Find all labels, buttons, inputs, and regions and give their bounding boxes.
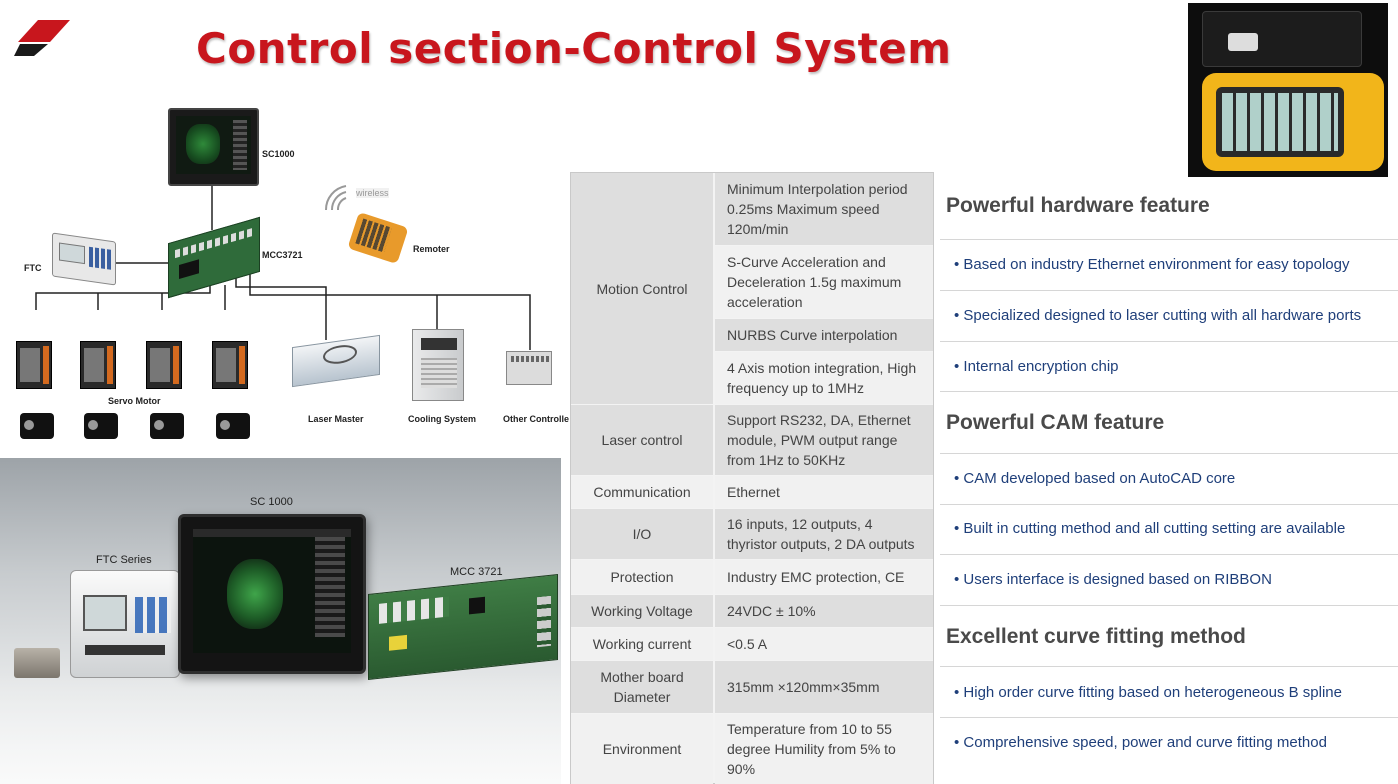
spec-value: Minimum Interpolation period 0.25ms Maxi…	[715, 173, 933, 245]
topology-lines	[35, 185, 531, 350]
spec-value: 4 Axis motion integration, High frequenc…	[715, 352, 933, 404]
servo-motor-label: Servo Motor	[108, 396, 161, 406]
servo-drive-icon	[80, 341, 116, 389]
spec-value: Industry EMC protection, CE	[715, 560, 933, 594]
spec-category: Mother board Diameter	[571, 661, 713, 713]
spec-value: 24VDC ± 10%	[715, 595, 933, 627]
servo-motor-icon	[216, 413, 250, 439]
mcc3721-device	[368, 574, 558, 680]
divider	[940, 666, 1398, 667]
feature-item: • CAM developed based on AutoCAD core	[954, 470, 1236, 487]
servo-motor-icon	[150, 413, 184, 439]
page-title: Control section-Control System	[196, 24, 952, 73]
product-photo: FTC Series SC 1000 MCC 3721	[0, 458, 561, 784]
divider	[940, 453, 1398, 454]
servo-motor-icon	[84, 413, 118, 439]
ftc-label: FTC	[24, 263, 42, 273]
wireless-icon	[324, 185, 347, 211]
servo-drive-icon	[212, 341, 248, 389]
company-logo	[14, 20, 70, 56]
mcc3721-label: MCC3721	[262, 250, 303, 260]
divider	[940, 341, 1398, 342]
divider	[940, 605, 1398, 606]
system-topology-diagram: SC1000 wireless Remoter FTC MCC3721 Serv…	[0, 95, 569, 455]
feature-item: • Users interface is designed based on R…	[954, 571, 1272, 588]
feature-item: • High order curve fitting based on hete…	[954, 684, 1342, 701]
other-controller-icon	[506, 351, 552, 385]
feature-item: • Specialized designed to laser cutting …	[954, 307, 1362, 324]
ftc-series-label: FTC Series	[96, 554, 152, 566]
servo-motor-icon	[20, 413, 54, 439]
mcc3721-photo-label: MCC 3721	[450, 566, 503, 578]
servo-drive-icon	[146, 341, 182, 389]
remoter-label: Remoter	[413, 244, 450, 254]
spec-value: S-Curve Acceleration and Deceleration 1.…	[715, 246, 933, 318]
sc1000-monitor-icon	[168, 108, 259, 186]
spec-category: Laser control	[571, 405, 713, 475]
spec-value: 16 inputs, 12 outputs, 4 thyristor outpu…	[715, 509, 933, 559]
feature-item: • Built in cutting method and all cuttin…	[954, 520, 1346, 537]
spec-category: Working current	[571, 628, 713, 660]
divider	[940, 554, 1398, 555]
laser-master-label: Laser Master	[308, 414, 364, 424]
feature-section-heading: Powerful CAM feature	[946, 411, 1165, 434]
spec-value: Ethernet	[715, 476, 933, 508]
cooling-system-label: Cooling System	[408, 414, 477, 424]
sc1000-photo-label: SC 1000	[250, 496, 293, 508]
divider	[940, 391, 1398, 392]
spec-value: 315mm ×120mm×35mm	[715, 661, 933, 713]
feature-item: • Internal encryption chip	[954, 358, 1119, 375]
feature-item: • Comprehensive speed, power and curve f…	[954, 734, 1327, 751]
feature-item: • Based on industry Ethernet environment…	[954, 256, 1350, 273]
feature-section-heading: Excellent curve fitting method	[946, 625, 1246, 648]
spec-category: Motion Control	[571, 173, 713, 404]
spec-table: Motion Control Laser control Communicati…	[570, 172, 934, 784]
sc1000-device	[178, 514, 366, 674]
spec-category: Protection	[571, 560, 713, 594]
divider	[940, 290, 1398, 291]
cooling-system-icon	[412, 329, 464, 401]
divider	[940, 717, 1398, 718]
ftc-panel-icon	[52, 232, 116, 286]
spec-category: Working Voltage	[571, 595, 713, 627]
servo-drive-icon	[16, 341, 52, 389]
spec-category: Environment	[571, 714, 713, 784]
remote-controller-photo	[1188, 3, 1388, 177]
divider	[940, 504, 1398, 505]
feature-section-heading: Powerful hardware feature	[946, 194, 1210, 217]
wireless-label: wireless	[356, 188, 389, 198]
spec-category: I/O	[571, 509, 713, 559]
spec-category: Communication	[571, 476, 713, 508]
ftc-series-device	[70, 570, 180, 678]
sensor-module-icon	[14, 648, 60, 678]
spec-value: <0.5 A	[715, 628, 933, 660]
spec-value: NURBS Curve interpolation	[715, 319, 933, 351]
other-controller-label: Other Controlle	[503, 414, 570, 424]
spec-value: Temperature from 10 to 55 degree Humilit…	[715, 714, 933, 784]
spec-value: Support RS232, DA, Ethernet module, PWM …	[715, 405, 933, 475]
divider	[940, 239, 1398, 240]
sc1000-label: SC1000	[262, 149, 295, 159]
